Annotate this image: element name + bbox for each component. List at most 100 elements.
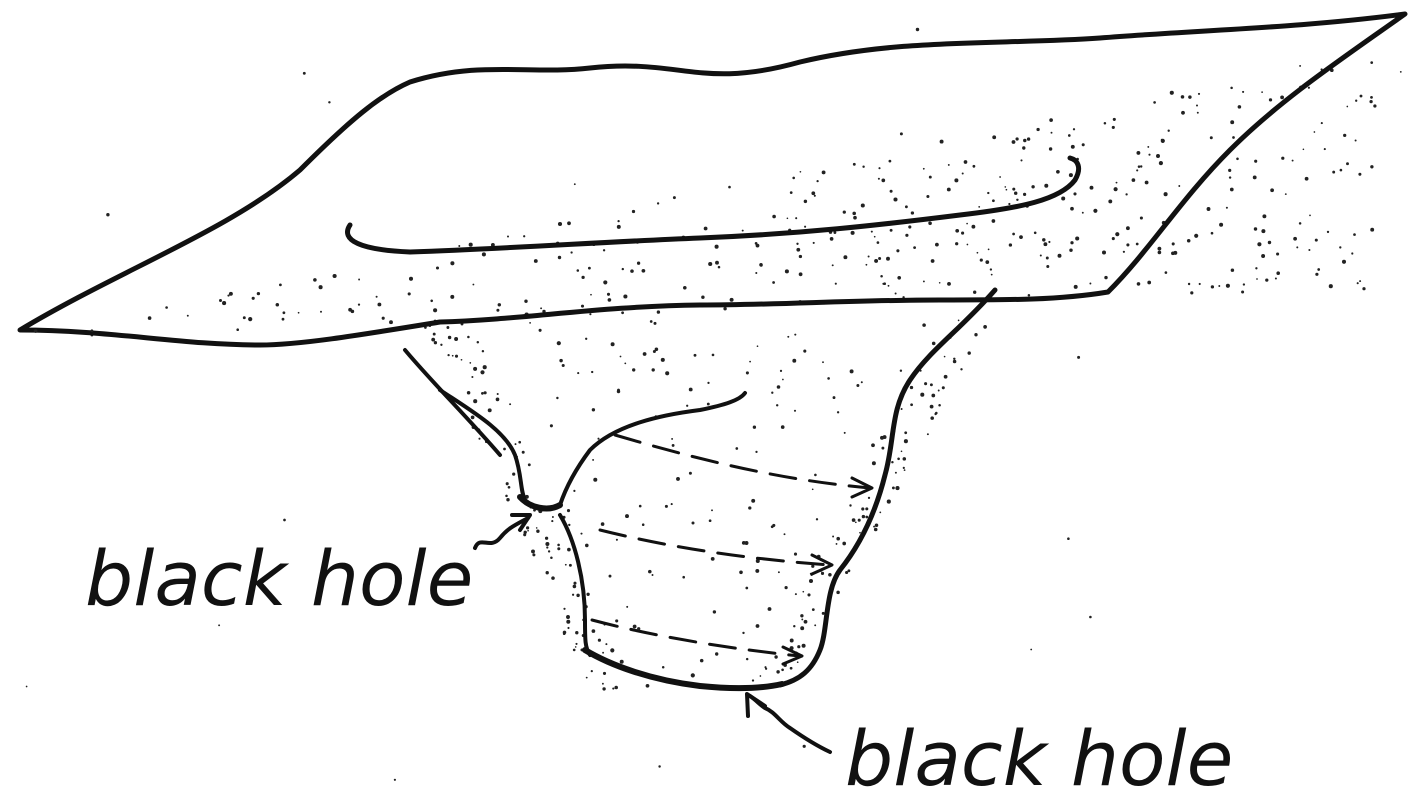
stipple-dot bbox=[566, 620, 570, 624]
stipple-dot bbox=[1254, 227, 1257, 230]
stipple-dot bbox=[552, 516, 554, 518]
stipple-dot bbox=[515, 443, 517, 445]
speck-dot bbox=[872, 461, 876, 465]
stipple-dot bbox=[447, 354, 449, 356]
stipple-dot bbox=[471, 376, 473, 378]
stipple-dot bbox=[1254, 160, 1257, 163]
stipple-dot bbox=[454, 337, 458, 341]
stipple-dot bbox=[319, 285, 323, 289]
stipple-dot bbox=[1016, 199, 1018, 201]
stipple-dot bbox=[701, 295, 704, 298]
stipple-dot bbox=[874, 528, 878, 532]
stipple-dot bbox=[1070, 207, 1074, 211]
stipple-dot bbox=[165, 306, 168, 309]
stipple-dot bbox=[1236, 158, 1239, 161]
stipple-dot bbox=[1044, 184, 1048, 188]
stipple-dot bbox=[1136, 169, 1138, 171]
stipple-dot bbox=[1114, 187, 1118, 191]
stipple-dot bbox=[551, 576, 555, 580]
stipple-dot bbox=[1172, 242, 1175, 245]
stipple-dot bbox=[569, 564, 572, 567]
stipple-dot bbox=[642, 269, 646, 273]
stipple-dot bbox=[570, 251, 572, 253]
stipple-dot bbox=[1303, 149, 1305, 151]
stipple-dot bbox=[657, 310, 660, 313]
stipple-dot bbox=[794, 334, 796, 336]
speck-dot bbox=[739, 570, 743, 574]
stipple-dot bbox=[615, 619, 618, 622]
stipple-dot bbox=[833, 396, 836, 399]
stipple-dot bbox=[992, 135, 996, 139]
speck-dot bbox=[1400, 71, 1402, 73]
speck-dot bbox=[1030, 649, 1032, 651]
stipple-dot bbox=[1145, 181, 1149, 185]
stipple-dot bbox=[621, 311, 624, 314]
stipple-dot bbox=[1226, 284, 1230, 288]
stipple-dot bbox=[708, 262, 712, 266]
stipple-dot bbox=[1006, 189, 1008, 191]
stipple-dot bbox=[1058, 254, 1062, 258]
stipple-dot bbox=[229, 292, 233, 296]
stipple-dot bbox=[755, 569, 759, 573]
stipple-dot bbox=[859, 532, 861, 534]
stipple-dot bbox=[865, 264, 867, 266]
stipple-dot bbox=[947, 282, 951, 286]
stipple-dot bbox=[799, 272, 803, 276]
stipple-dot bbox=[592, 459, 594, 461]
speck-dot bbox=[711, 557, 715, 561]
funnel-left-inner bbox=[440, 390, 525, 500]
stipple-dot bbox=[639, 505, 642, 508]
stipple-dot bbox=[920, 393, 924, 397]
stipple-dot bbox=[1171, 251, 1175, 255]
stipple-dot bbox=[632, 368, 635, 371]
stipple-dot bbox=[800, 614, 803, 617]
speck-dot bbox=[1327, 231, 1329, 233]
stipple-dot bbox=[897, 458, 900, 461]
funnel-right-outline bbox=[780, 290, 995, 685]
stipple-dot bbox=[889, 160, 892, 163]
stipple-dot bbox=[1137, 282, 1141, 286]
stipple-dot bbox=[954, 178, 958, 182]
stipple-dot bbox=[469, 243, 473, 247]
stipple-dot bbox=[861, 381, 863, 383]
stipple-dot bbox=[539, 329, 542, 332]
stipple-dot bbox=[836, 537, 840, 541]
stipple-dot bbox=[450, 261, 454, 265]
stipple-dot bbox=[652, 368, 655, 371]
stipple-dot bbox=[853, 216, 857, 220]
stipple-dot bbox=[1276, 252, 1279, 255]
stipple-dot bbox=[1207, 207, 1211, 211]
stipple-dot bbox=[742, 230, 744, 232]
stipple-dot bbox=[983, 325, 987, 329]
stipple-dot bbox=[804, 620, 808, 624]
stipple-dot bbox=[471, 416, 475, 420]
stipple-dot bbox=[814, 195, 816, 197]
stipple-dot bbox=[506, 482, 509, 485]
stipple-dot bbox=[461, 359, 463, 361]
stipple-dot bbox=[1355, 139, 1357, 141]
stipple-dot bbox=[1357, 282, 1359, 284]
stipple-dot bbox=[1270, 188, 1274, 192]
stipple-dot bbox=[1373, 104, 1376, 107]
stipple-dot bbox=[728, 186, 731, 189]
speck-dot bbox=[916, 28, 919, 31]
stipple-dot bbox=[589, 313, 591, 315]
stipple-dot bbox=[643, 352, 647, 356]
stipple-dot bbox=[836, 543, 838, 545]
stipple-dot bbox=[257, 292, 260, 295]
stipple-dot bbox=[709, 519, 712, 522]
stipple-dot bbox=[901, 450, 903, 452]
stipple-dot bbox=[1342, 260, 1346, 264]
stipple-dot bbox=[1075, 236, 1079, 240]
stipple-dot bbox=[749, 361, 751, 363]
stipple-dot bbox=[1261, 91, 1263, 93]
stipple-dot bbox=[1299, 222, 1302, 225]
stipple-dot bbox=[482, 252, 486, 256]
stipple-dot bbox=[473, 367, 477, 371]
stipple-dot bbox=[1340, 169, 1343, 172]
stipple-dot bbox=[1276, 271, 1280, 275]
stipple-dot bbox=[1168, 130, 1170, 132]
stipple-dot bbox=[545, 537, 548, 540]
stipple-dot bbox=[1308, 87, 1310, 89]
stipple-dot bbox=[992, 199, 995, 202]
